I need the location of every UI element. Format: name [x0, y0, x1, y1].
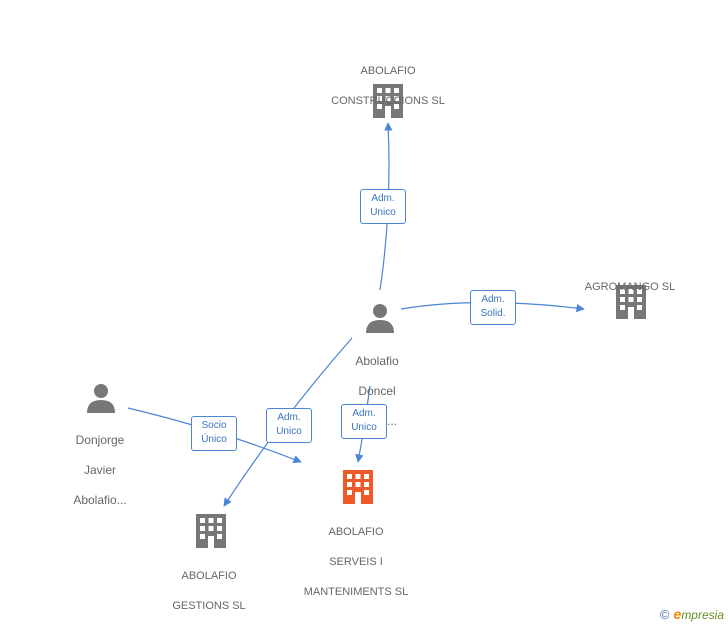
- node-label-line: SERVEIS I: [329, 556, 383, 568]
- node-label-line: Javier: [83, 463, 116, 477]
- node-label-gestions[interactable]: ABOLAFIO GESTIONS SL: [149, 554, 269, 629]
- node-label-line: Abolafio: [355, 354, 399, 368]
- relation-line: Único: [201, 434, 227, 445]
- node-label-line: Abolafio...: [73, 493, 127, 507]
- node-label-line: ABOLAFIO: [328, 526, 384, 538]
- brand-name: mpresia: [681, 608, 724, 622]
- node-label-line: ABOLAFIO: [181, 570, 237, 582]
- building-icon[interactable]: [616, 285, 646, 319]
- relation-line: Unico: [370, 207, 396, 218]
- building-icon[interactable]: [196, 514, 226, 548]
- relation-line: Solid.: [480, 308, 506, 319]
- relation-box-socio-serveis[interactable]: Socio Único: [191, 416, 237, 451]
- node-label-construccions[interactable]: ABOLAFIO CONSTRUCCIONS SL: [318, 49, 458, 124]
- building-icon[interactable]: [373, 84, 403, 118]
- node-label-line: CONSTRUCCIONS SL: [331, 95, 445, 107]
- brand-initial: e: [673, 606, 682, 622]
- person-icon[interactable]: [366, 304, 394, 333]
- person-icon[interactable]: [87, 384, 115, 413]
- copyright-icon: ©: [659, 607, 670, 622]
- relation-box-adm-gestions[interactable]: Adm. Unico: [266, 408, 312, 443]
- relation-line: Adm.: [277, 412, 301, 423]
- relation-box-adm-agromango[interactable]: Adm. Solid.: [470, 290, 516, 325]
- node-label-line: GESTIONS SL: [172, 600, 246, 612]
- node-label-person-donjorge[interactable]: Donjorge Javier Abolafio...: [58, 418, 142, 523]
- brand-footer[interactable]: ©empresia: [660, 606, 724, 622]
- node-label-line: AGROMANGO SL: [584, 281, 676, 293]
- relation-line: Adm.: [481, 294, 505, 305]
- relation-line: Adm.: [371, 193, 395, 204]
- relation-box-adm-construccions[interactable]: Adm. Unico: [360, 189, 406, 224]
- relation-line: Unico: [351, 422, 377, 433]
- node-label-line: Donjorge: [75, 433, 125, 447]
- relation-line: Adm.: [352, 408, 376, 419]
- relation-line: Socio: [201, 420, 227, 431]
- node-label-line: ABOLAFIO: [360, 65, 416, 77]
- relation-box-adm-serveis[interactable]: Adm. Unico: [341, 404, 387, 439]
- node-label-serveis[interactable]: ABOLAFIO SERVEIS I MANTENIMENTS SL: [286, 510, 426, 615]
- node-label-agromango[interactable]: AGROMANGO SL: [570, 265, 690, 310]
- relation-line: Unico: [276, 426, 302, 437]
- node-label-line: MANTENIMENTS SL: [303, 586, 409, 598]
- node-label-line: Doncel: [358, 384, 396, 398]
- building-icon[interactable]: [343, 470, 373, 504]
